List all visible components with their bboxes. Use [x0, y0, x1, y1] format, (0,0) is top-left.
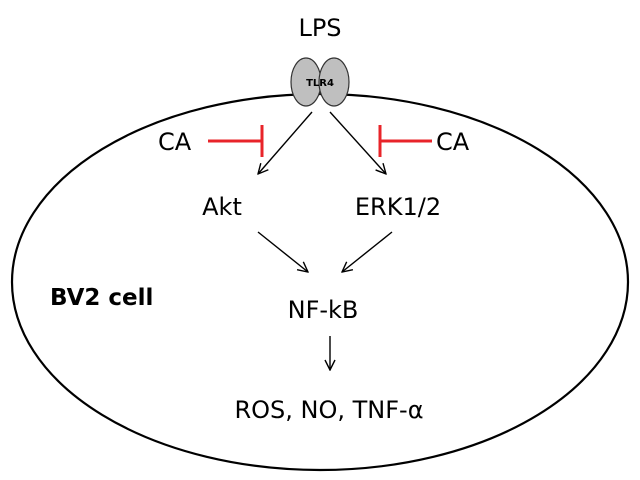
inhibition-bar-left	[208, 125, 264, 157]
tlr4-lobe-right	[318, 57, 350, 107]
inhibition-bar-right	[378, 125, 432, 157]
tlr4-label: TLR4	[306, 78, 334, 89]
nfkb-label: NF-kB	[288, 296, 359, 324]
outputs-label: ROS, NO, TNF-α	[234, 396, 423, 424]
arrow-tlr4-to-erk	[329, 111, 386, 174]
tlr4-receptor: TLR4	[290, 57, 350, 107]
arrow-erk-to-nfkb	[342, 231, 393, 272]
arrow-akt-to-nfkb	[257, 231, 308, 272]
ca-right-label: CA	[436, 128, 470, 156]
cell-label: BV2 cell	[50, 285, 153, 311]
lps-label: LPS	[298, 14, 341, 42]
arrow-tlr4-to-akt	[258, 111, 313, 174]
erk-label: ERK1/2	[355, 193, 441, 221]
akt-label: Akt	[202, 193, 242, 221]
cell-membrane	[10, 92, 630, 472]
ca-left-label: CA	[158, 128, 192, 156]
